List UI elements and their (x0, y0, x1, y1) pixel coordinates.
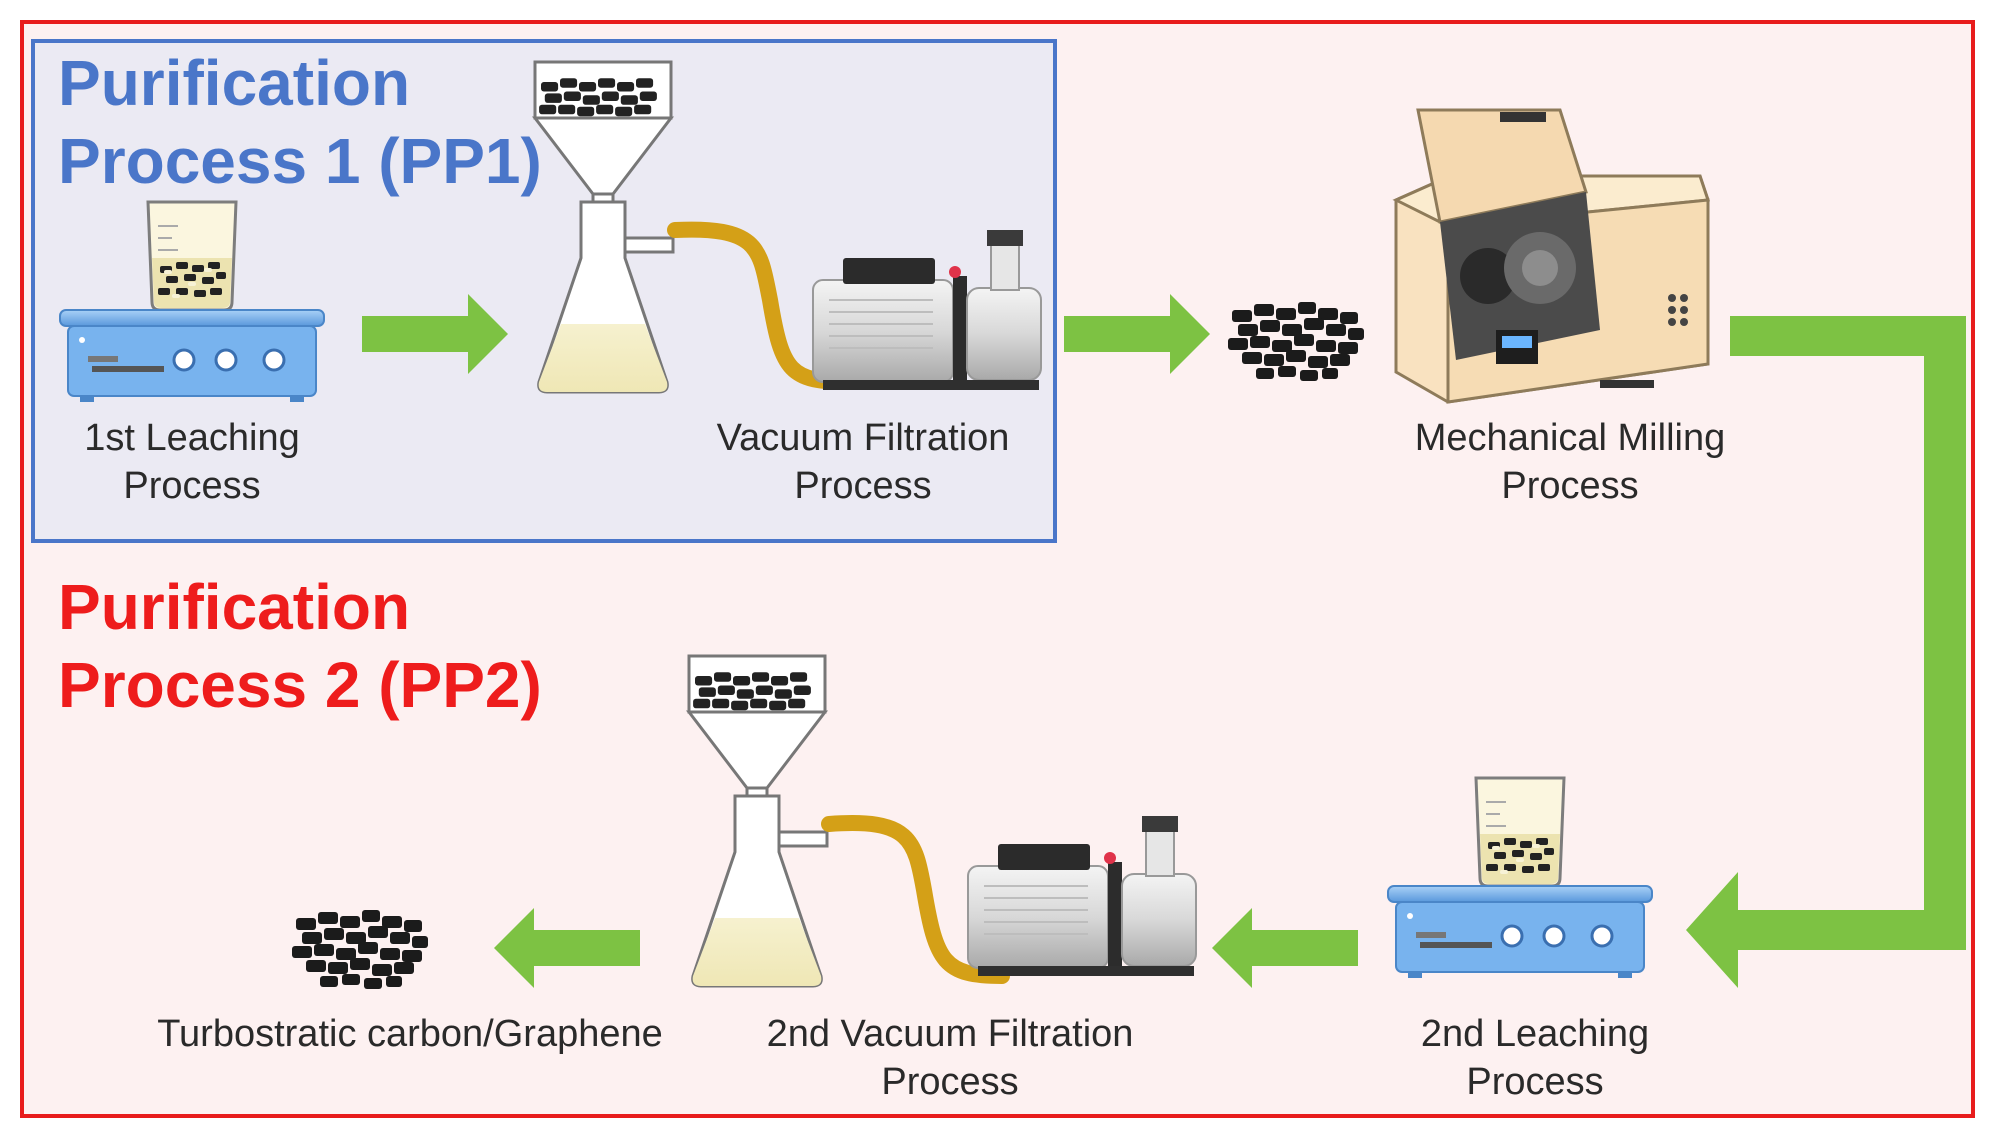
arrow-right-2 (1064, 294, 1210, 374)
label-vacuum-1-line1: Vacuum Filtration (716, 417, 1010, 459)
pp1-title-line1: Purification (58, 47, 411, 119)
pp2-title-line2: Process 2 (PP2) (58, 649, 542, 721)
label-vacuum-2-line1: 2nd Vacuum Filtration (766, 1013, 1134, 1055)
pp2-title-line1: Purification (58, 571, 411, 643)
ball-mill-illustration (1392, 108, 1711, 404)
arrow-left-1 (1212, 908, 1358, 988)
label-milling-line1: Mechanical Milling (1414, 417, 1726, 459)
label-leaching-1: 1st Leaching Process (62, 414, 322, 510)
label-milling-line2: Process (1501, 465, 1639, 507)
label-leaching-2: 2nd Leaching Process (1400, 1010, 1670, 1106)
vacuum-filtration-2-illustration (689, 656, 1197, 986)
label-leaching-1-line2: Process (123, 465, 261, 507)
label-leaching-2-line2: Process (1466, 1061, 1604, 1103)
carbon-pile-final (292, 910, 428, 989)
arrow-right-1 (362, 294, 508, 374)
label-vacuum-1: Vacuum Filtration Process (698, 414, 1028, 510)
vacuum-filtration-1-illustration (535, 62, 1042, 392)
leaching-2-illustration (1386, 776, 1654, 980)
pp1-title: Purification Process 1 (PP1) (58, 44, 542, 200)
label-product: Turbostratic carbon/Graphene (130, 1010, 690, 1058)
leaching-1-illustration (58, 200, 326, 404)
pp2-title: Purification Process 2 (PP2) (58, 568, 542, 724)
arrow-down-left (1686, 316, 1966, 988)
pp1-title-line2: Process 1 (PP1) (58, 125, 542, 197)
label-leaching-1-line1: 1st Leaching (84, 417, 300, 459)
carbon-pile-1 (1228, 302, 1364, 381)
label-vacuum-1-line2: Process (794, 465, 932, 507)
label-vacuum-2-line2: Process (881, 1061, 1019, 1103)
label-product-line1: Turbostratic carbon/Graphene (157, 1013, 663, 1055)
arrow-left-2 (494, 908, 640, 988)
label-vacuum-2: 2nd Vacuum Filtration Process (740, 1010, 1160, 1106)
label-leaching-2-line1: 2nd Leaching (1420, 1013, 1650, 1055)
label-milling: Mechanical Milling Process (1390, 414, 1750, 510)
